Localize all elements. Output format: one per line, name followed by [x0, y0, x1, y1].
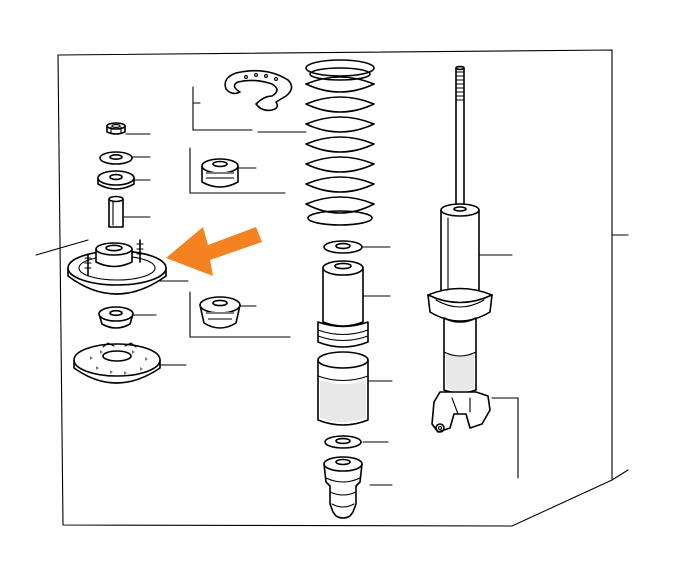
bumper-lower	[199, 296, 241, 329]
upper-mount-base	[67, 239, 167, 295]
bump-stop-washer	[324, 435, 362, 449]
highlight-arrow	[166, 227, 262, 276]
mount-bushing-lower	[98, 306, 134, 329]
coil-spring	[305, 59, 375, 226]
washer	[99, 151, 133, 165]
spring-washer	[323, 240, 363, 254]
mount-bushing-upper	[97, 170, 135, 190]
shock-absorber	[427, 65, 493, 433]
dust-boot	[317, 260, 369, 348]
spring-seat-lower	[73, 342, 161, 384]
spring-seat-rubber	[224, 69, 293, 112]
bump-rubber	[323, 456, 363, 519]
frame-lines	[35, 49, 629, 527]
collar	[108, 195, 124, 228]
bump-stop	[317, 351, 369, 426]
spring-bumper-upper	[201, 158, 239, 188]
flange-nut	[106, 122, 126, 135]
